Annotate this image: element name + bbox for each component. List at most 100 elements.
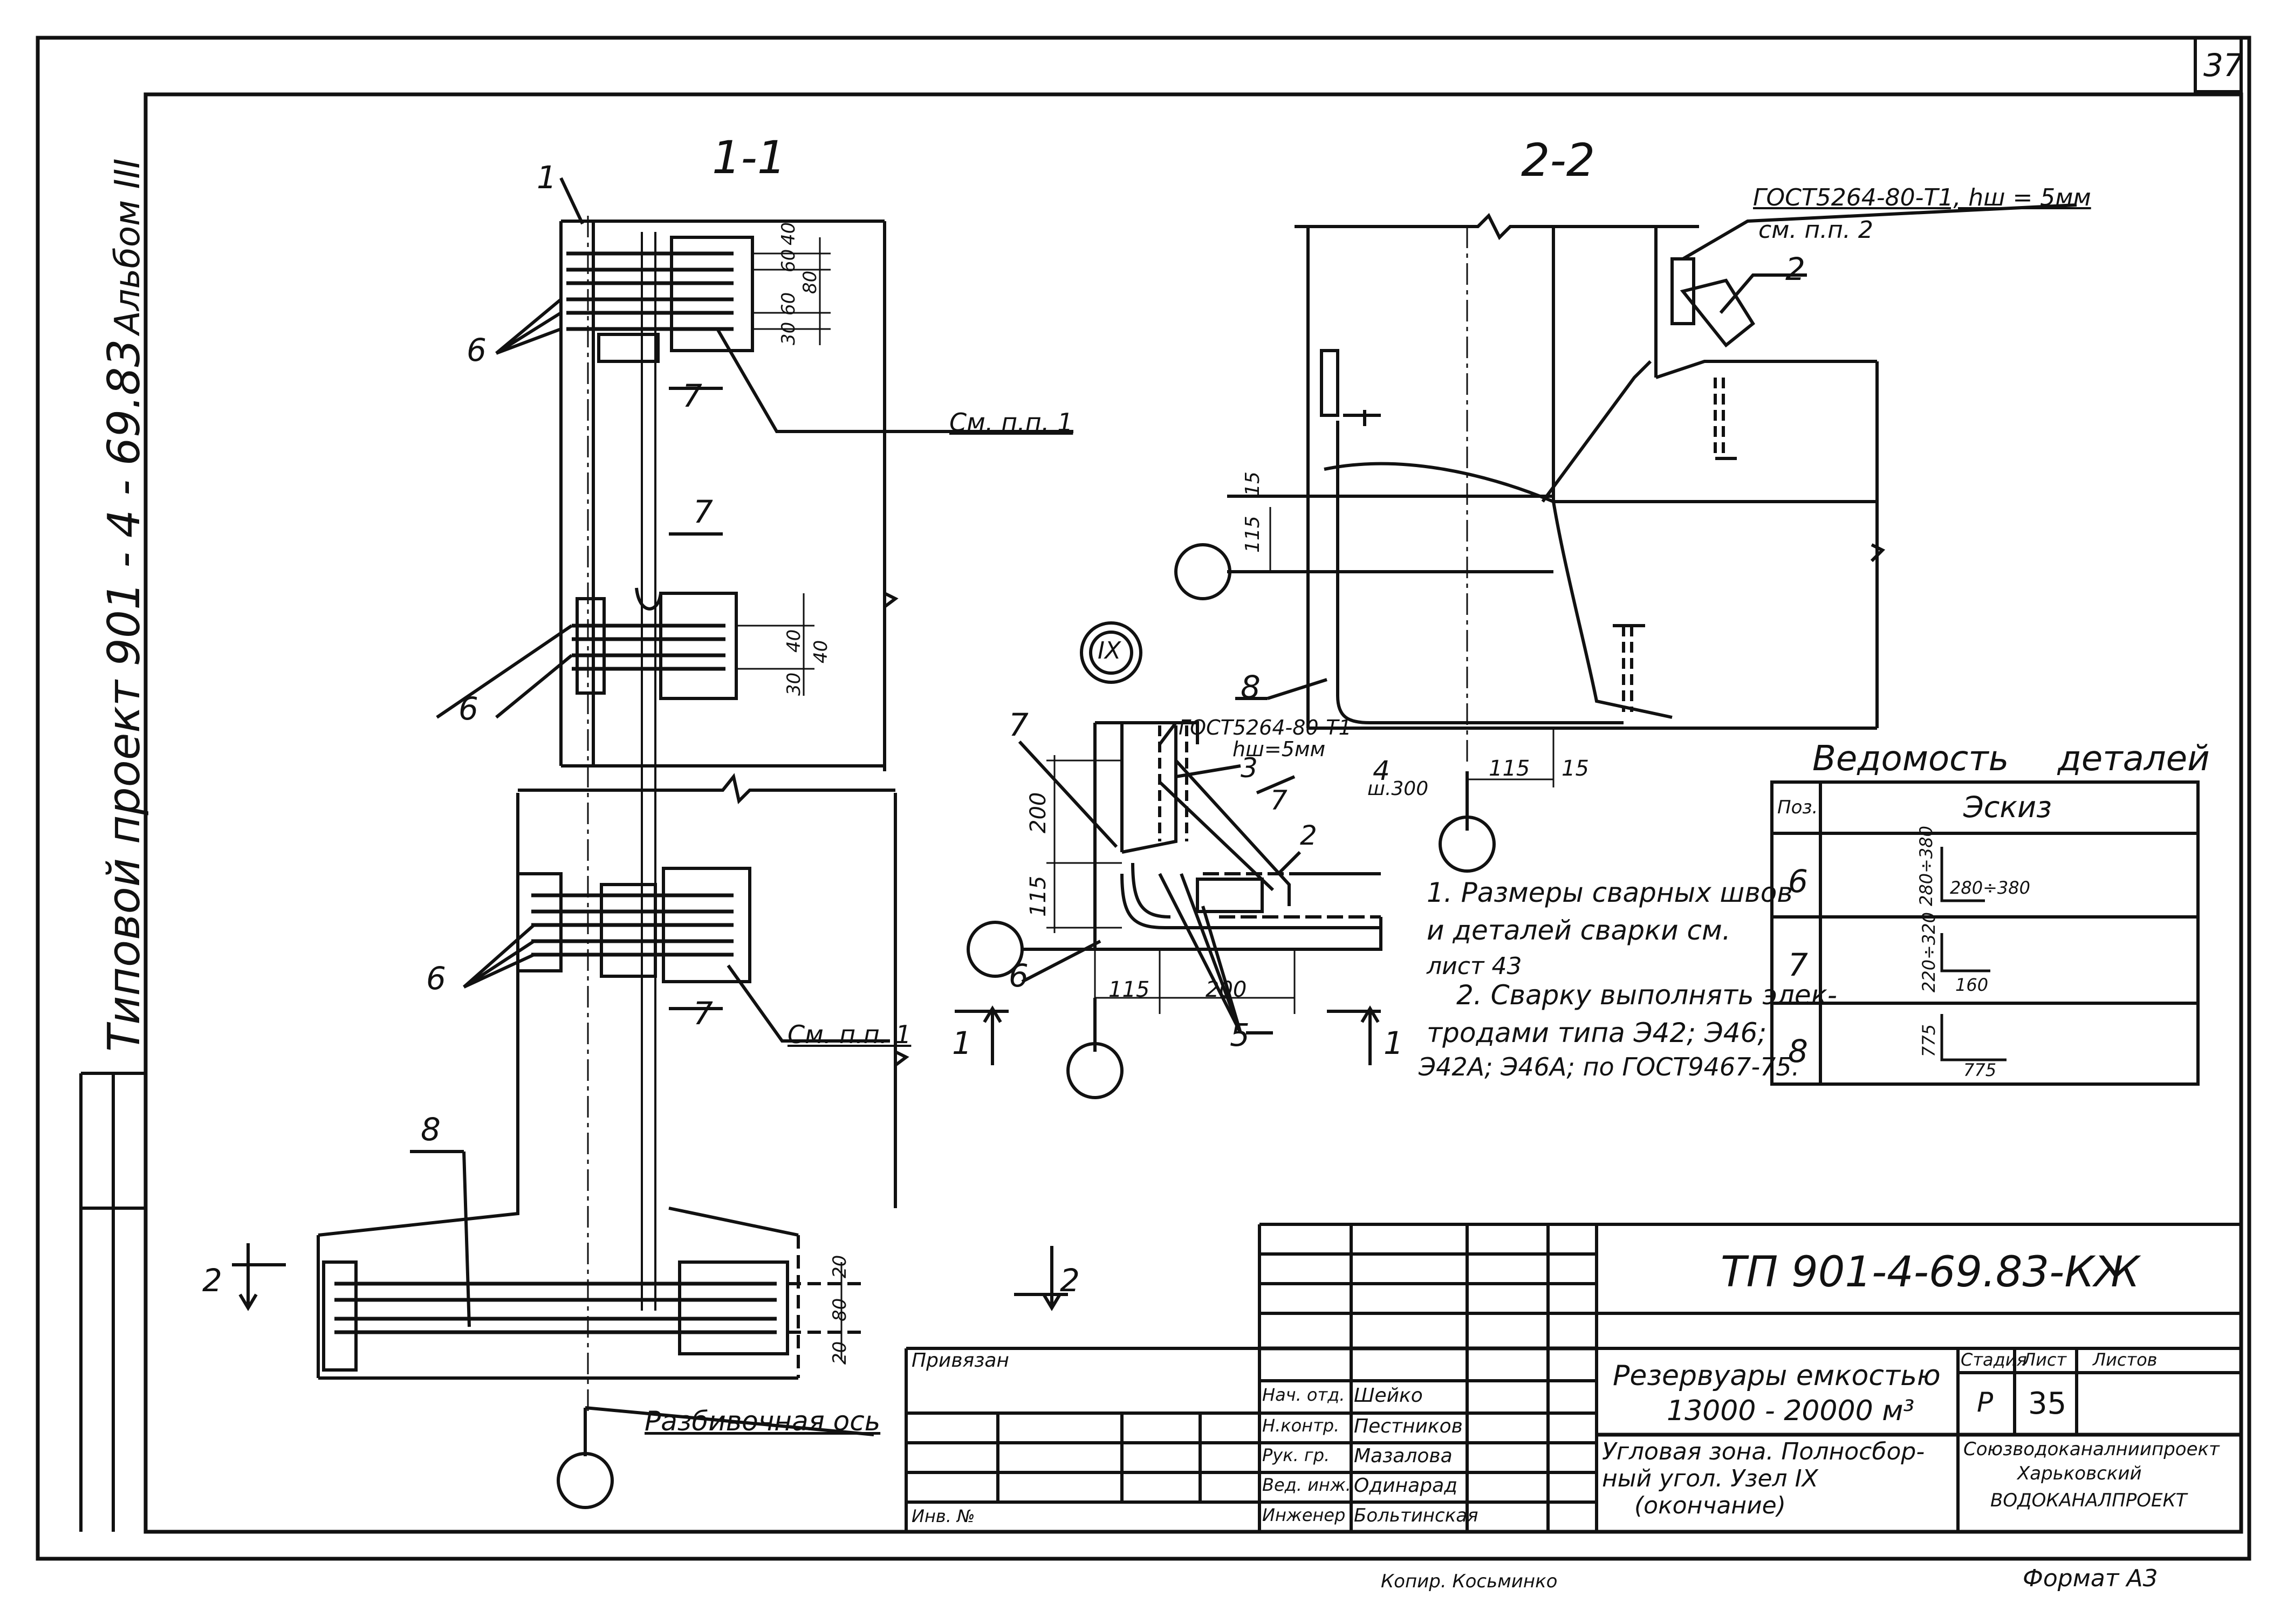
axis-label: Разбивочная ось	[645, 1406, 881, 1437]
dim-30-top: 30	[778, 321, 799, 345]
dim-20-foot2: 20	[829, 1341, 851, 1365]
format-label: Формат А3	[2023, 1565, 2158, 1592]
weld-step: ш.300	[1367, 778, 1429, 800]
marker-5-ix: 5	[1230, 1017, 1250, 1053]
marker-6-ix: 6	[1009, 957, 1029, 994]
dim-115-h: 115	[1489, 756, 1530, 781]
role-0: Нач. отд.	[1262, 1385, 1345, 1405]
title-block-grid	[905, 1223, 2241, 1532]
note-1-line-3: лист 43	[1427, 953, 1522, 980]
note-2-line-3: Э42А; Э46А; по ГОСТ9467-75.	[1419, 1052, 1800, 1081]
name-1: Пестников	[1354, 1415, 1463, 1437]
sheet-number: 37	[2203, 47, 2243, 84]
weld-hw-ix: hш=5мм	[1232, 737, 1326, 761]
dim-200-v: 200	[1026, 792, 1051, 833]
details-row-2-pos: 7	[1788, 947, 1808, 983]
section-mark-2-right: 2	[1060, 1262, 1080, 1299]
marker-7-mid: 7	[693, 494, 713, 530]
note-1-line-2: и деталей сварки см.	[1427, 915, 1731, 946]
details-row-1-pos: 6	[1788, 863, 1808, 900]
role-1: Н.контр.	[1262, 1415, 1340, 1436]
marker-8-footing: 8	[421, 1111, 441, 1148]
object-line-1: Резервуары емкостью	[1613, 1360, 1941, 1392]
org-line-2: Харьковский	[2017, 1463, 2142, 1484]
desc-line-2: ный угол. Узел IX	[1602, 1465, 1818, 1492]
weld-gost-ix: ГОСТ5264-80-Т1	[1179, 716, 1352, 739]
section-mark-1-right: 1	[1384, 1025, 1403, 1061]
node-ix-label: IX	[1098, 637, 1121, 664]
document-code: ТП 901-4-69.83-КЖ	[1721, 1248, 2140, 1297]
desc-line-3: (окончание)	[1634, 1492, 1786, 1519]
object-line-2: 13000 - 20000 м³	[1667, 1395, 1915, 1427]
dim-15-h: 15	[1562, 756, 1589, 781]
details-row-1-h: 280÷380	[1950, 878, 2030, 898]
dim-15-v: 15	[1242, 471, 1264, 496]
marker-3-ix: 3	[1241, 752, 1258, 784]
dim-200-h-ix: 200	[1206, 977, 1247, 1002]
stage-header: Стадия	[1961, 1349, 2027, 1370]
details-table-title: Ведомость деталей	[1812, 739, 2210, 779]
marker-7-ix2: 7	[1270, 785, 1288, 816]
details-row-2-h: 160	[1955, 975, 1989, 995]
section-1-1-title: 1-1	[712, 131, 786, 184]
dim-80-top: 80	[799, 270, 821, 294]
dim-60-top: 60	[778, 249, 799, 272]
name-4: Больтинская	[1354, 1505, 1478, 1526]
dim-40-top: 40	[778, 222, 799, 245]
name-0: Шейко	[1354, 1385, 1423, 1407]
see-note-1-low: См. п.п. 1	[788, 1020, 912, 1049]
details-col-sketch: Эскиз	[1963, 790, 2052, 824]
dim-80-foot: 80	[829, 1298, 851, 1321]
marker-6-low: 6	[426, 960, 446, 997]
dim-30-mid: 30	[783, 672, 805, 696]
dim-60-top2: 60	[778, 292, 799, 316]
dim-40-mid2: 40	[810, 640, 832, 663]
sheet-header: Лист	[2023, 1349, 2067, 1370]
weld-gost-2-2: ГОСТ5264-80-Т1, hш = 5мм	[1753, 184, 2091, 211]
details-col-pos: Поз.	[1777, 797, 1818, 818]
weld-see-pp2: см. п.п. 2	[1758, 216, 1873, 244]
copied-by: Копир. Косьминко	[1381, 1571, 1558, 1592]
marker-2-2-2: 2	[1785, 251, 1805, 287]
role-3: Вед. инж.	[1262, 1475, 1351, 1495]
section-2-2	[1174, 203, 2077, 873]
section-2-2-title: 2-2	[1521, 134, 1595, 187]
role-4: Инженер	[1262, 1505, 1346, 1525]
org-line-1: Союзводоканалниипроект	[1963, 1438, 2220, 1460]
details-row-3-h: 775	[1963, 1060, 1997, 1080]
details-row-2-v: 220÷320	[1919, 912, 1939, 992]
marker-1: 1	[537, 159, 557, 196]
album-label: Альбом III	[108, 158, 148, 334]
desc-line-1: Угловая зона. Полносбор-	[1602, 1438, 1925, 1465]
dim-20-foot: 20	[829, 1255, 851, 1278]
node-ix	[955, 621, 1382, 1099]
section-mark-1-left: 1	[952, 1025, 972, 1061]
section-mark-2-left: 2	[202, 1262, 222, 1299]
sheet-frame	[36, 36, 2251, 1561]
inv-label: Инв. №	[912, 1506, 975, 1526]
privyazan-label: Привязан	[912, 1349, 1009, 1372]
section-1-1	[232, 177, 1073, 1509]
sheet-value: 35	[2028, 1386, 2067, 1421]
marker-4-ix: 4	[1373, 755, 1390, 786]
details-table-grid	[1770, 780, 2200, 1086]
dim-115-h-ix: 115	[1108, 977, 1150, 1002]
dim-115-v: 115	[1242, 516, 1264, 553]
marker-7-low: 7	[693, 995, 713, 1032]
marker-6-mid: 6	[458, 690, 478, 727]
details-row-1-v: 280÷380	[1916, 826, 1936, 906]
note-2-line-1: 2. Сварку выполнять элек-	[1456, 979, 1837, 1011]
details-row-3-v: 775	[1919, 1024, 1939, 1057]
note-1-line-1: 1. Размеры сварных швов	[1427, 877, 1793, 908]
marker-7-ix: 7	[1009, 707, 1029, 743]
project-number-vertical: Типовой проект 901 - 4 - 69.83	[99, 339, 150, 1052]
sheets-header: Листов	[2093, 1349, 2158, 1370]
role-2: Рук. гр.	[1262, 1445, 1330, 1465]
name-3: Одинарад	[1354, 1475, 1458, 1497]
note-2-line-2: тродами типа Э42; Э46;	[1427, 1017, 1767, 1049]
details-row-3-pos: 8	[1788, 1033, 1808, 1070]
dim-40-mid: 40	[783, 629, 805, 653]
see-note-1-top: См. п.п. 1	[949, 408, 1073, 437]
marker-2-ix: 2	[1300, 820, 1317, 851]
